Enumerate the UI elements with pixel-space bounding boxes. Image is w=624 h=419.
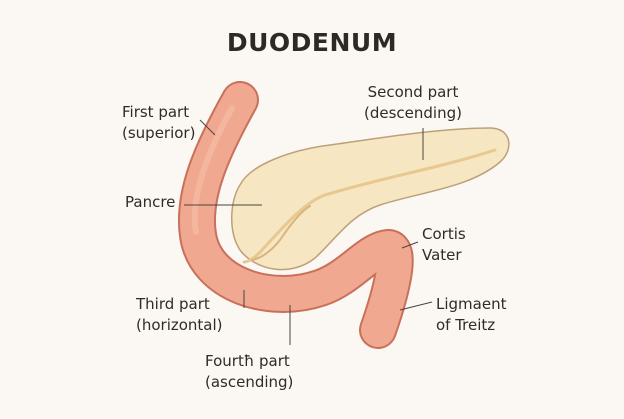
label-first-part: First part (superior) — [122, 102, 195, 144]
label-second-part: Second part (descending) — [364, 82, 462, 124]
label-cortis-vater: Cortis Vater — [422, 224, 466, 266]
label-fourth-part: Fourtħ part (ascending) — [205, 351, 293, 393]
label-third-part: Third part (horizontal) — [136, 294, 223, 336]
label-pancreas: Pancre — [125, 192, 175, 213]
label-ligament-treitz: Ligmaent of Treitz — [436, 294, 506, 336]
diagram-title: DUODENUM — [0, 28, 624, 57]
